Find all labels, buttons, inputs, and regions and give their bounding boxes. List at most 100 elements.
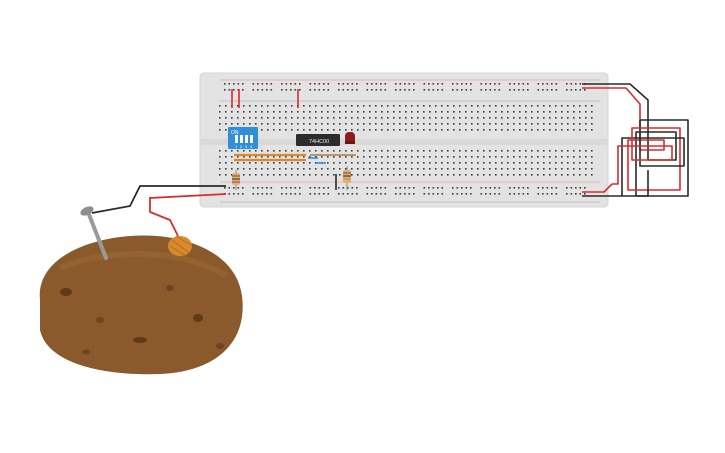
breadboard-hole[interactable] (243, 123, 245, 125)
breadboard-hole[interactable] (453, 111, 455, 113)
breadboard-hole[interactable] (584, 89, 586, 91)
breadboard-hole[interactable] (527, 187, 529, 189)
breadboard-hole[interactable] (309, 89, 312, 91)
breadboard-hole[interactable] (447, 105, 449, 107)
breadboard-hole[interactable] (579, 117, 581, 119)
resistor-icon[interactable] (343, 166, 351, 190)
breadboard-hole[interactable] (498, 83, 501, 85)
breadboard-hole[interactable] (327, 129, 329, 131)
breadboard-hole[interactable] (323, 89, 325, 91)
breadboard-hole[interactable] (423, 174, 425, 176)
breadboard-hole[interactable] (309, 193, 312, 195)
breadboard-hole[interactable] (321, 111, 323, 113)
breadboard-hole[interactable] (501, 111, 503, 113)
breadboard-hole[interactable] (507, 117, 509, 119)
breadboard-hole[interactable] (315, 168, 317, 170)
breadboard-hole[interactable] (225, 111, 227, 113)
breadboard-hole[interactable] (489, 89, 492, 91)
breadboard-hole[interactable] (384, 187, 387, 189)
breadboard-hole[interactable] (489, 111, 491, 113)
breadboard-hole[interactable] (321, 129, 323, 131)
breadboard-hole[interactable] (494, 187, 496, 189)
breadboard-hole[interactable] (567, 105, 569, 107)
breadboard-hole[interactable] (267, 162, 269, 164)
breadboard-hole[interactable] (345, 111, 347, 113)
breadboard-hole[interactable] (249, 105, 251, 107)
breadboard-hole[interactable] (575, 83, 577, 85)
breadboard-hole[interactable] (219, 105, 221, 107)
potato-series-wires[interactable] (582, 83, 689, 197)
breadboard-hole[interactable] (285, 174, 287, 176)
breadboard-hole[interactable] (380, 193, 382, 195)
breadboard-hole[interactable] (323, 187, 325, 189)
breadboard-hole[interactable] (290, 187, 292, 189)
breadboard-hole[interactable] (273, 162, 275, 164)
breadboard-hole[interactable] (356, 193, 358, 195)
breadboard-hole[interactable] (345, 105, 347, 107)
breadboard-hole[interactable] (531, 105, 533, 107)
breadboard-hole[interactable] (573, 123, 575, 125)
breadboard-hole[interactable] (437, 187, 439, 189)
breadboard-hole[interactable] (347, 83, 349, 85)
breadboard-hole[interactable] (371, 193, 373, 195)
breadboard-hole[interactable] (566, 193, 568, 195)
breadboard-hole[interactable] (579, 111, 581, 113)
breadboard-hole[interactable] (270, 89, 273, 91)
breadboard-hole[interactable] (423, 187, 426, 189)
breadboard-hole[interactable] (435, 168, 437, 170)
breadboard-hole[interactable] (231, 111, 233, 113)
breadboard-hole[interactable] (489, 150, 491, 152)
breadboard-hole[interactable] (267, 123, 269, 125)
breadboard-hole[interactable] (531, 150, 533, 152)
breadboard-hole[interactable] (387, 105, 389, 107)
breadboard-hole[interactable] (242, 193, 244, 195)
breadboard-hole[interactable] (333, 162, 335, 164)
breadboard-hole[interactable] (395, 89, 397, 91)
breadboard-hole[interactable] (471, 150, 473, 152)
breadboard-hole[interactable] (549, 150, 551, 152)
breadboard-hole[interactable] (273, 117, 275, 119)
breadboard-hole[interactable] (465, 156, 467, 158)
breadboard-hole[interactable] (351, 129, 353, 131)
breadboard-hole[interactable] (381, 123, 383, 125)
breadboard-hole[interactable] (261, 129, 263, 131)
breadboard-hole[interactable] (351, 111, 353, 113)
breadboard-hole[interactable] (519, 105, 521, 107)
breadboard-hole[interactable] (432, 187, 435, 189)
breadboard-hole[interactable] (423, 162, 425, 164)
breadboard-hole[interactable] (285, 150, 287, 152)
breadboard-hole[interactable] (519, 117, 521, 119)
breadboard-hole[interactable] (546, 187, 549, 189)
breadboard-hole[interactable] (294, 193, 297, 195)
breadboard-hole[interactable] (531, 129, 533, 131)
breadboard-hole[interactable] (255, 117, 257, 119)
breadboard-hole[interactable] (489, 187, 492, 189)
breadboard-hole[interactable] (281, 187, 283, 189)
breadboard-hole[interactable] (465, 174, 467, 176)
breadboard-hole[interactable] (428, 193, 430, 195)
breadboard-hole[interactable] (351, 105, 353, 107)
breadboard-hole[interactable] (537, 129, 539, 131)
breadboard-hole[interactable] (285, 168, 287, 170)
breadboard-hole[interactable] (513, 162, 515, 164)
breadboard-hole[interactable] (252, 193, 255, 195)
breadboard-hole[interactable] (471, 162, 473, 164)
breadboard-hole[interactable] (485, 193, 487, 195)
breadboard-hole[interactable] (243, 174, 245, 176)
breadboard-hole[interactable] (551, 89, 553, 91)
breadboard-hole[interactable] (579, 129, 581, 131)
breadboard-hole[interactable] (501, 150, 503, 152)
breadboard-hole[interactable] (237, 187, 240, 189)
breadboard-hole[interactable] (537, 187, 540, 189)
breadboard-hole[interactable] (243, 168, 245, 170)
breadboard-hole[interactable] (584, 187, 586, 189)
breadboard-hole[interactable] (291, 117, 293, 119)
breadboard-hole[interactable] (363, 123, 365, 125)
breadboard-hole[interactable] (267, 105, 269, 107)
breadboard-hole[interactable] (525, 117, 527, 119)
breadboard-hole[interactable] (429, 117, 431, 119)
breadboard-hole[interactable] (399, 162, 401, 164)
breadboard-hole[interactable] (543, 162, 545, 164)
breadboard-hole[interactable] (549, 117, 551, 119)
breadboard-hole[interactable] (399, 193, 402, 195)
